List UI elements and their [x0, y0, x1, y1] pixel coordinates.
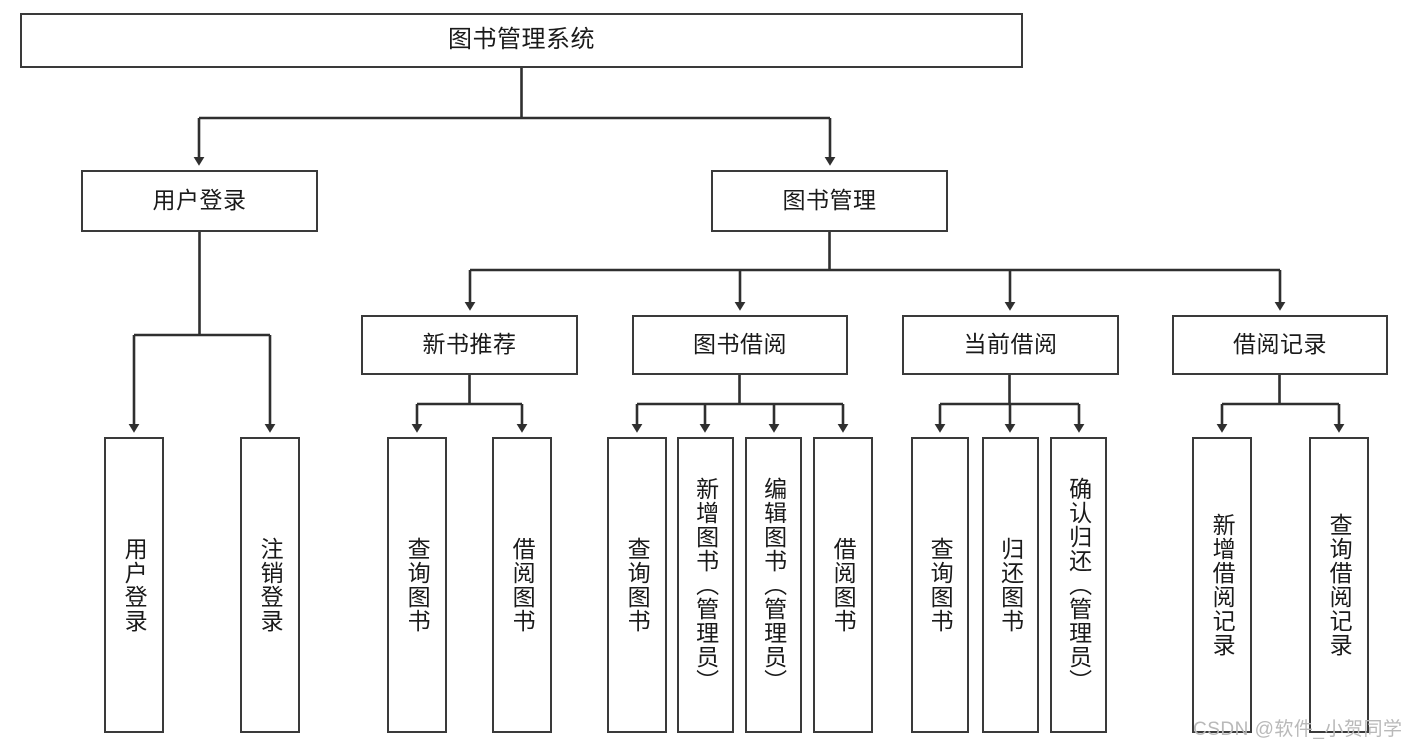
node-label: 借阅图书 [509, 537, 536, 633]
node-label: 新增借阅记录 [1209, 513, 1236, 657]
node-borrowing-records[interactable]: 借阅记录 [1172, 315, 1388, 375]
leaf-add-book-admin[interactable]: 新增图书（管理员） [677, 437, 734, 733]
leaf-query-borrow-record[interactable]: 查询借阅记录 [1309, 437, 1369, 733]
node-new-book-recommendation[interactable]: 新书推荐 [361, 315, 578, 375]
leaf-return-book[interactable]: 归还图书 [982, 437, 1039, 733]
leaf-logout[interactable]: 注销登录 [240, 437, 300, 733]
node-label: 查询图书 [927, 537, 954, 633]
node-label: 查询图书 [624, 537, 651, 633]
node-label: 编辑图书（管理员） [760, 477, 787, 693]
node-label: 归还图书 [997, 537, 1024, 633]
node-user-login[interactable]: 用户登录 [81, 170, 318, 232]
node-label: 用户登录 [121, 537, 148, 633]
node-label: 图书借阅 [693, 331, 787, 358]
leaf-confirm-return-admin[interactable]: 确认归还（管理员） [1050, 437, 1107, 733]
node-label: 当前借阅 [963, 331, 1058, 358]
leaf-borrow-book-borrow[interactable]: 借阅图书 [813, 437, 873, 733]
leaf-edit-book-admin[interactable]: 编辑图书（管理员） [745, 437, 802, 733]
node-label: 查询图书 [404, 537, 431, 633]
node-label: 图书管理系统 [448, 26, 595, 54]
node-label: 注销登录 [257, 537, 284, 633]
node-current-borrowing[interactable]: 当前借阅 [902, 315, 1119, 375]
node-label: 新书推荐 [422, 331, 517, 358]
csdn-watermark: CSDN @软件_小贺同学 [1193, 719, 1403, 740]
node-label: 确认归还（管理员） [1065, 477, 1092, 693]
leaf-add-borrow-record[interactable]: 新增借阅记录 [1192, 437, 1252, 733]
node-label: 借阅图书 [830, 537, 857, 633]
node-root-book-management-system[interactable]: 图书管理系统 [20, 13, 1023, 68]
leaf-query-book-borrow[interactable]: 查询图书 [607, 437, 667, 733]
node-label: 新增图书（管理员） [692, 477, 719, 693]
node-label: 查询借阅记录 [1326, 513, 1353, 657]
leaf-borrow-book-new-rec[interactable]: 借阅图书 [492, 437, 552, 733]
node-label: 图书管理 [782, 187, 877, 214]
leaf-user-login[interactable]: 用户登录 [104, 437, 164, 733]
leaf-query-book-current[interactable]: 查询图书 [911, 437, 969, 733]
node-book-borrowing[interactable]: 图书借阅 [632, 315, 848, 375]
node-book-management[interactable]: 图书管理 [711, 170, 948, 232]
node-label: 借阅记录 [1233, 331, 1327, 358]
leaf-query-book-new-rec[interactable]: 查询图书 [387, 437, 447, 733]
node-label: 用户登录 [152, 187, 247, 214]
